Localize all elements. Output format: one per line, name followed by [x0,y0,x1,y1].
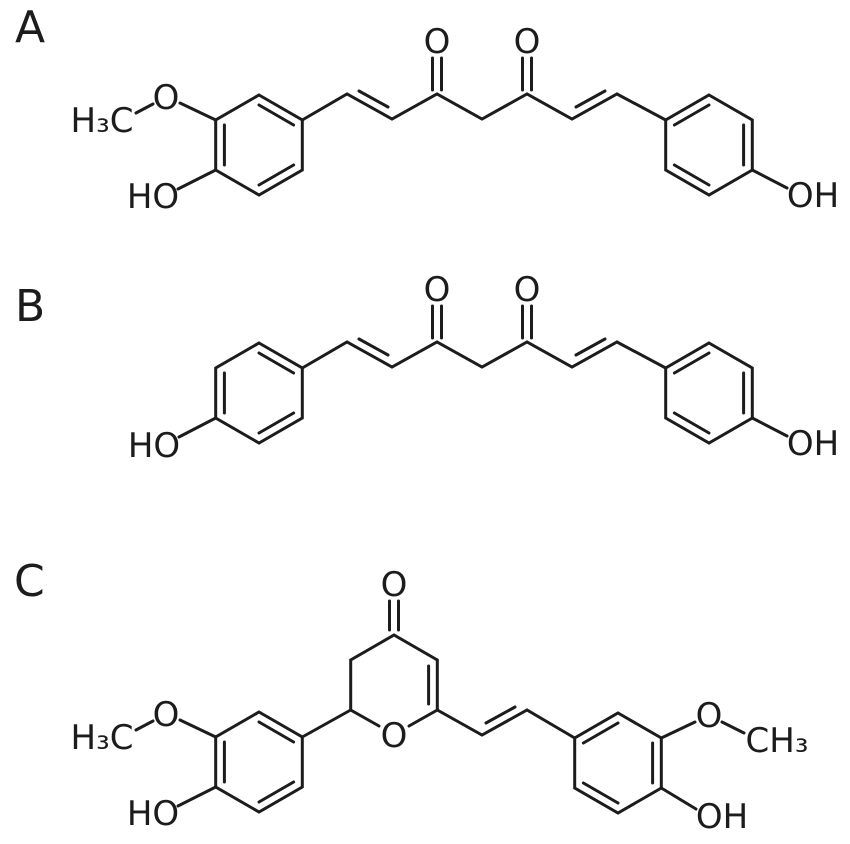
panel-c-left-ring [134,710,304,814]
methoxy-ch3-right-label-c: CH₃ [746,721,809,761]
panel-a: A H₃C O HO [15,2,839,217]
methoxy-ch3-left-label-c: H₃C [71,718,134,758]
panel-label-a: A [15,2,45,53]
panel-c-vinyl-linker [435,705,577,740]
phenol-ho-label-a: HO [127,177,179,217]
panel-c-pyranone-ring [300,599,439,739]
panel-label-c: C [14,556,45,607]
ketone1-o-label-a: O [424,22,451,62]
pyran-o-label-c: O [381,716,408,756]
panel-a-left-ring [214,93,304,197]
ketone1-o-label-b: O [424,270,451,310]
ketone2-o-label-b: O [514,270,541,310]
methoxy-o-label-a: O [153,78,180,118]
methoxy-o-left-label-c: O [153,695,180,735]
panel-a-right-ring [664,93,789,197]
panel-label-b: B [15,281,45,332]
panel-b-chain [300,304,668,370]
methoxy-o-right-label-c: O [696,696,723,736]
phenol-ho-label-b: HO [128,426,180,466]
panel-c: C O [14,556,808,837]
panel-b-right-ring [664,341,789,445]
panel-a-chain [300,56,668,122]
phenol-oh-label-a: OH [787,176,839,216]
phenol-ho-label-c: HO [127,794,179,834]
panel-b: B HO O O OH [15,270,839,466]
phenol-oh-label-b: OH [787,424,839,464]
panel-b-left-ring [177,341,304,445]
methoxy-ch3-label-a: H₃C [71,101,134,141]
phenol-oh-label-c: OH [696,797,748,837]
panel-c-right-ring [573,711,746,815]
ketone2-o-label-a: O [514,22,541,62]
ketone-o-label-c: O [381,565,408,605]
panel-a-left-substituent-bonds [134,101,218,191]
